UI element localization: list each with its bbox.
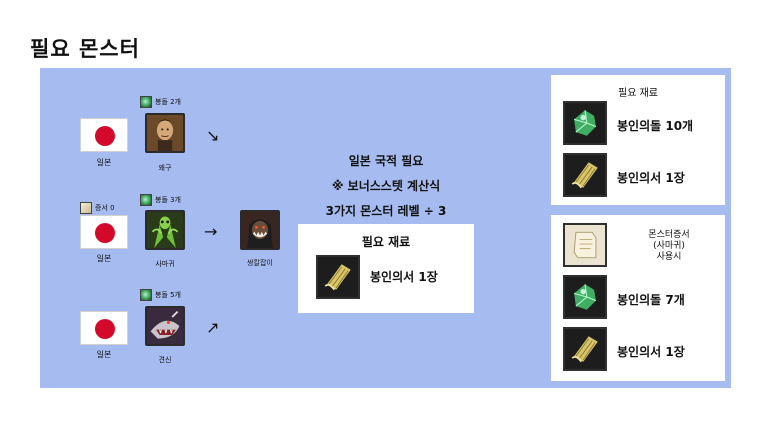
nationality-requirement: 일본 국적 필요 — [348, 154, 424, 168]
waegu-portrait-icon — [147, 115, 183, 151]
material-text: 봉인의서 1장 — [617, 345, 685, 359]
seal-stone-cost-label: 봉돌 2개 — [155, 98, 181, 106]
materials-title: 필요 재료 — [618, 88, 658, 99]
cert-line: 몬스터증서 — [648, 230, 690, 240]
monster-portrait-result[interactable] — [240, 210, 280, 250]
seal-stone-icon — [140, 289, 152, 301]
monster-portrait-mantis[interactable] — [145, 210, 185, 250]
japan-flag-icon — [80, 215, 128, 249]
cert-line: 사용시 — [656, 252, 682, 262]
flag-label: 일본 — [96, 158, 112, 167]
seal-stone-icon — [563, 275, 607, 319]
monster-label: 사마귀 — [155, 260, 175, 268]
monster-label: 견신 — [158, 356, 172, 364]
gyeonsin-portrait-icon — [147, 308, 183, 344]
materials-title: 필요 재료 — [361, 235, 411, 249]
seal-scroll-icon — [563, 327, 607, 371]
flag-label: 일본 — [96, 254, 112, 263]
monster-cert-icon — [563, 223, 607, 267]
material-text: 봉인의돌 7개 — [617, 293, 685, 307]
bonus-stat-formula: 3가지 몬스터 레벨 ÷ 3 — [325, 204, 447, 218]
monster-portrait-waegu[interactable] — [145, 113, 185, 153]
bonus-stat-note: ※ 보너스스텟 계산식 — [331, 179, 441, 193]
flag-label: 일본 — [96, 350, 112, 359]
mantis-portrait-icon — [147, 212, 183, 248]
monster-cert-label: 증서 0 — [95, 204, 115, 212]
seal-stone-cost-label: 봉돌 5개 — [155, 291, 181, 299]
seal-scroll-icon — [316, 255, 360, 299]
material-text: 봉인의서 1장 — [370, 270, 438, 284]
page-title: 필요 몬스터 — [30, 37, 140, 61]
seal-stone-cost-label: 봉돌 3개 — [155, 196, 181, 204]
material-text: 봉인의서 1장 — [617, 171, 685, 185]
japan-flag-icon — [80, 118, 128, 152]
arrow-up-right-icon: ↗ — [206, 318, 220, 337]
center-materials-box: 필요 재료 봉인의서 1장 — [298, 224, 474, 313]
right-cert-box: 몬스터증서 (사마귀) 사용시 봉인의돌 7개 봉인의서 1장 — [551, 215, 725, 381]
cert-line: (사마귀) — [653, 241, 685, 251]
monster-cert-icon — [80, 202, 92, 214]
seal-stone-icon — [140, 96, 152, 108]
arrow-right-icon: → — [204, 222, 218, 241]
result-monster-portrait-icon — [242, 212, 278, 248]
seal-scroll-icon — [563, 153, 607, 197]
right-materials-box: 필요 재료 봉인의돌 10개 봉인의서 1장 — [551, 75, 725, 205]
material-text: 봉인의돌 10개 — [617, 119, 694, 133]
arrow-down-right-icon: ↘ — [206, 126, 220, 145]
monster-label: 왜구 — [158, 164, 172, 172]
monster-cert-count: 증서 0 — [80, 202, 115, 214]
cert-usage-note: 몬스터증서 (사마귀) 사용시 — [617, 230, 721, 263]
seal-stone-cost: 봉돌 2개 — [140, 96, 181, 108]
monster-label: 쌍칼잡이 — [247, 259, 273, 267]
japan-flag-icon — [80, 311, 128, 345]
monster-portrait-gyeonsin[interactable] — [145, 306, 185, 346]
seal-stone-icon — [563, 101, 607, 145]
seal-stone-cost: 봉돌 3개 — [140, 194, 181, 206]
seal-stone-cost: 봉돌 5개 — [140, 289, 181, 301]
seal-stone-icon — [140, 194, 152, 206]
